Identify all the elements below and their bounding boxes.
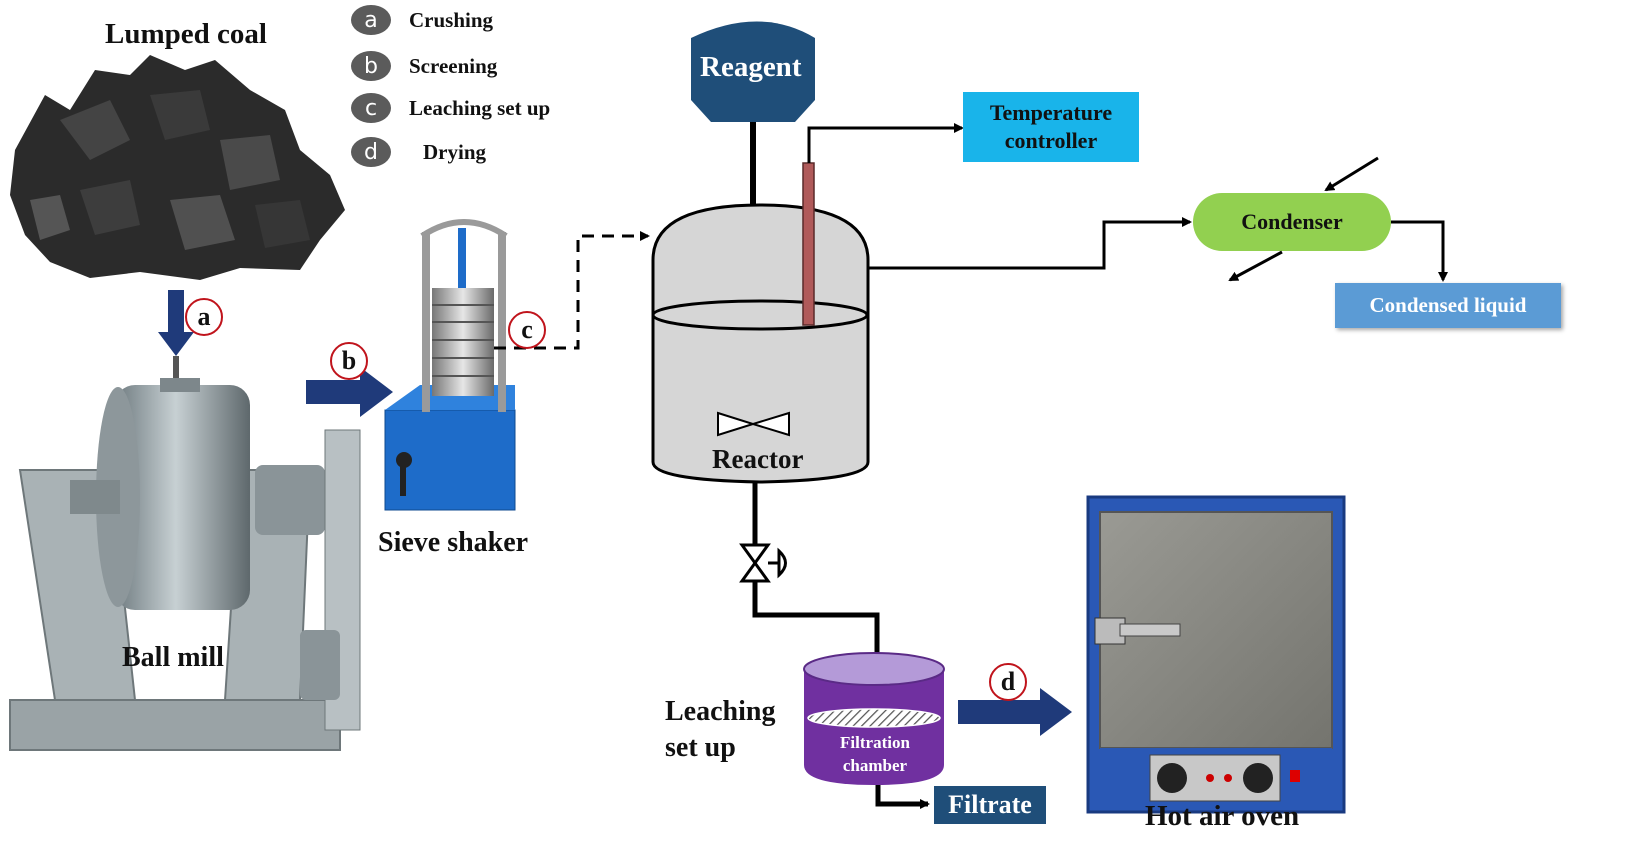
legend-key: c — [351, 93, 391, 123]
legend-item-screening: b Screening — [351, 51, 497, 81]
condensate-line — [1391, 220, 1448, 282]
condenser-shape — [1193, 193, 1391, 251]
step-badge-d: d — [989, 663, 1027, 701]
legend-label: Leaching set up — [409, 95, 551, 120]
reagent-shape — [691, 21, 815, 122]
lumped-coal-image — [10, 55, 345, 280]
hot-air-oven-image — [1086, 495, 1346, 814]
condensed-liquid-box: Condensed liquid — [1335, 283, 1561, 328]
temperature-line — [807, 123, 964, 163]
legend-item-leaching: c Leaching set up — [351, 93, 550, 123]
reagent-label: Reagent — [700, 51, 802, 83]
legend-key: b — [351, 51, 391, 81]
reactor-label: Reactor — [712, 444, 804, 474]
legend-label: Drying — [423, 139, 486, 164]
sieve-shaker-label: Sieve shaker — [378, 527, 529, 558]
legend-key: d — [351, 137, 391, 167]
legend-label: Crushing — [409, 7, 494, 32]
filtrate-line — [875, 785, 930, 809]
dashed-feed-line — [494, 231, 650, 350]
arrow-crushing — [158, 290, 194, 378]
condenser-label: Condenser — [1241, 209, 1343, 234]
sieve-shaker-image — [384, 219, 516, 511]
reactor-vessel — [651, 162, 870, 484]
step-badge-b: b — [330, 342, 368, 380]
legend-item-drying: d Drying — [351, 137, 486, 167]
filtration-chamber-label: Filtration chamber — [840, 733, 910, 775]
filtration-chamber — [803, 652, 945, 785]
arrow-screening — [306, 367, 393, 417]
ball-mill-label: Ball mill — [122, 642, 224, 673]
vapour-line — [868, 217, 1192, 270]
step-badge-c: c — [508, 311, 546, 349]
hot-air-oven-label: Hot air oven — [1145, 800, 1300, 832]
legend-key: a — [351, 5, 391, 35]
step-badge-a: a — [185, 298, 223, 336]
filtrate-box: Filtrate — [934, 786, 1046, 824]
outlet-valve — [739, 482, 882, 674]
temperature-controller-box: Temperature controller — [963, 92, 1139, 162]
legend-label: Screening — [409, 53, 498, 78]
leaching-setup-label: Leaching set up — [665, 696, 776, 763]
legend-item-crushing: a Crushing — [351, 5, 493, 35]
ball-mill-image — [9, 378, 361, 751]
lumped-coal-label: Lumped coal — [105, 18, 267, 50]
arrow-drying — [958, 688, 1072, 736]
